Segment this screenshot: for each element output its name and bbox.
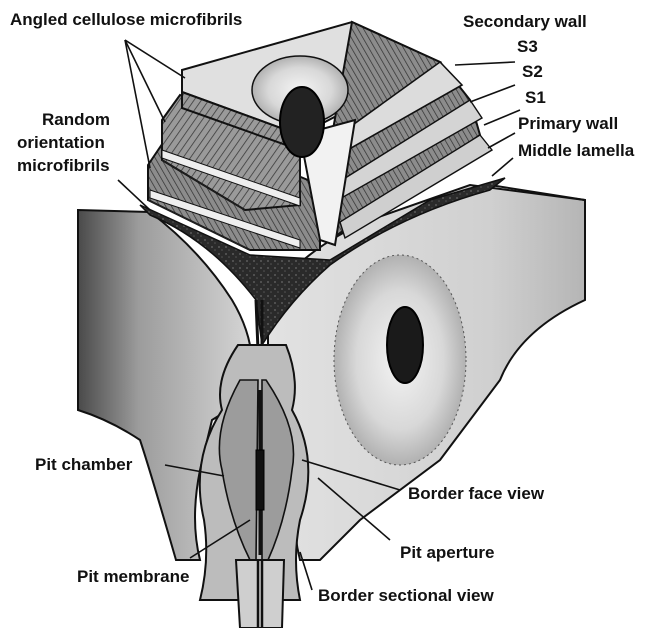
label-pit-membrane: Pit membrane: [77, 567, 189, 586]
torus-dark: [256, 450, 264, 510]
pit-aperture-face: [387, 307, 423, 383]
lower-stem: [236, 560, 284, 628]
label-secondary-wall: Secondary wall: [463, 12, 587, 31]
label-s3: S3: [517, 37, 538, 56]
label-random-line1: Random: [42, 110, 110, 129]
label-s1: S1: [525, 88, 546, 107]
label-middle-lamella: Middle lamella: [518, 141, 635, 160]
label-random-line3: microfibrils: [17, 156, 110, 175]
label-border-face-view: Border face view: [408, 484, 545, 503]
label-s2: S2: [522, 62, 543, 81]
label-pit-chamber: Pit chamber: [35, 455, 133, 474]
pit-opening-top: [280, 87, 324, 157]
label-pit-aperture: Pit aperture: [400, 543, 494, 562]
label-primary-wall: Primary wall: [518, 114, 618, 133]
label-border-sectional-view: Border sectional view: [318, 586, 495, 605]
label-angled-microfibrils: Angled cellulose microfibrils: [10, 10, 242, 29]
label-random-line2: orientation: [17, 133, 105, 152]
